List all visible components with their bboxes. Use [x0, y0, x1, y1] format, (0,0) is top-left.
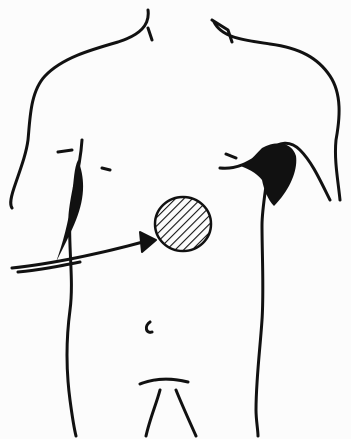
right-axilla-shading	[240, 143, 296, 206]
left-nipple-mark	[102, 168, 110, 170]
hatched-circle-icon	[155, 197, 211, 251]
right-nipple-mark	[226, 154, 236, 158]
arrow-shaft	[12, 240, 150, 268]
groin-right	[176, 390, 196, 436]
left-clavicle-mark	[148, 28, 152, 40]
groin-left	[146, 390, 160, 436]
pubic-line	[140, 379, 188, 384]
left-axilla-mark	[58, 150, 72, 152]
umbilicus-mark	[146, 322, 152, 332]
pointing-arrow-icon	[140, 232, 156, 252]
